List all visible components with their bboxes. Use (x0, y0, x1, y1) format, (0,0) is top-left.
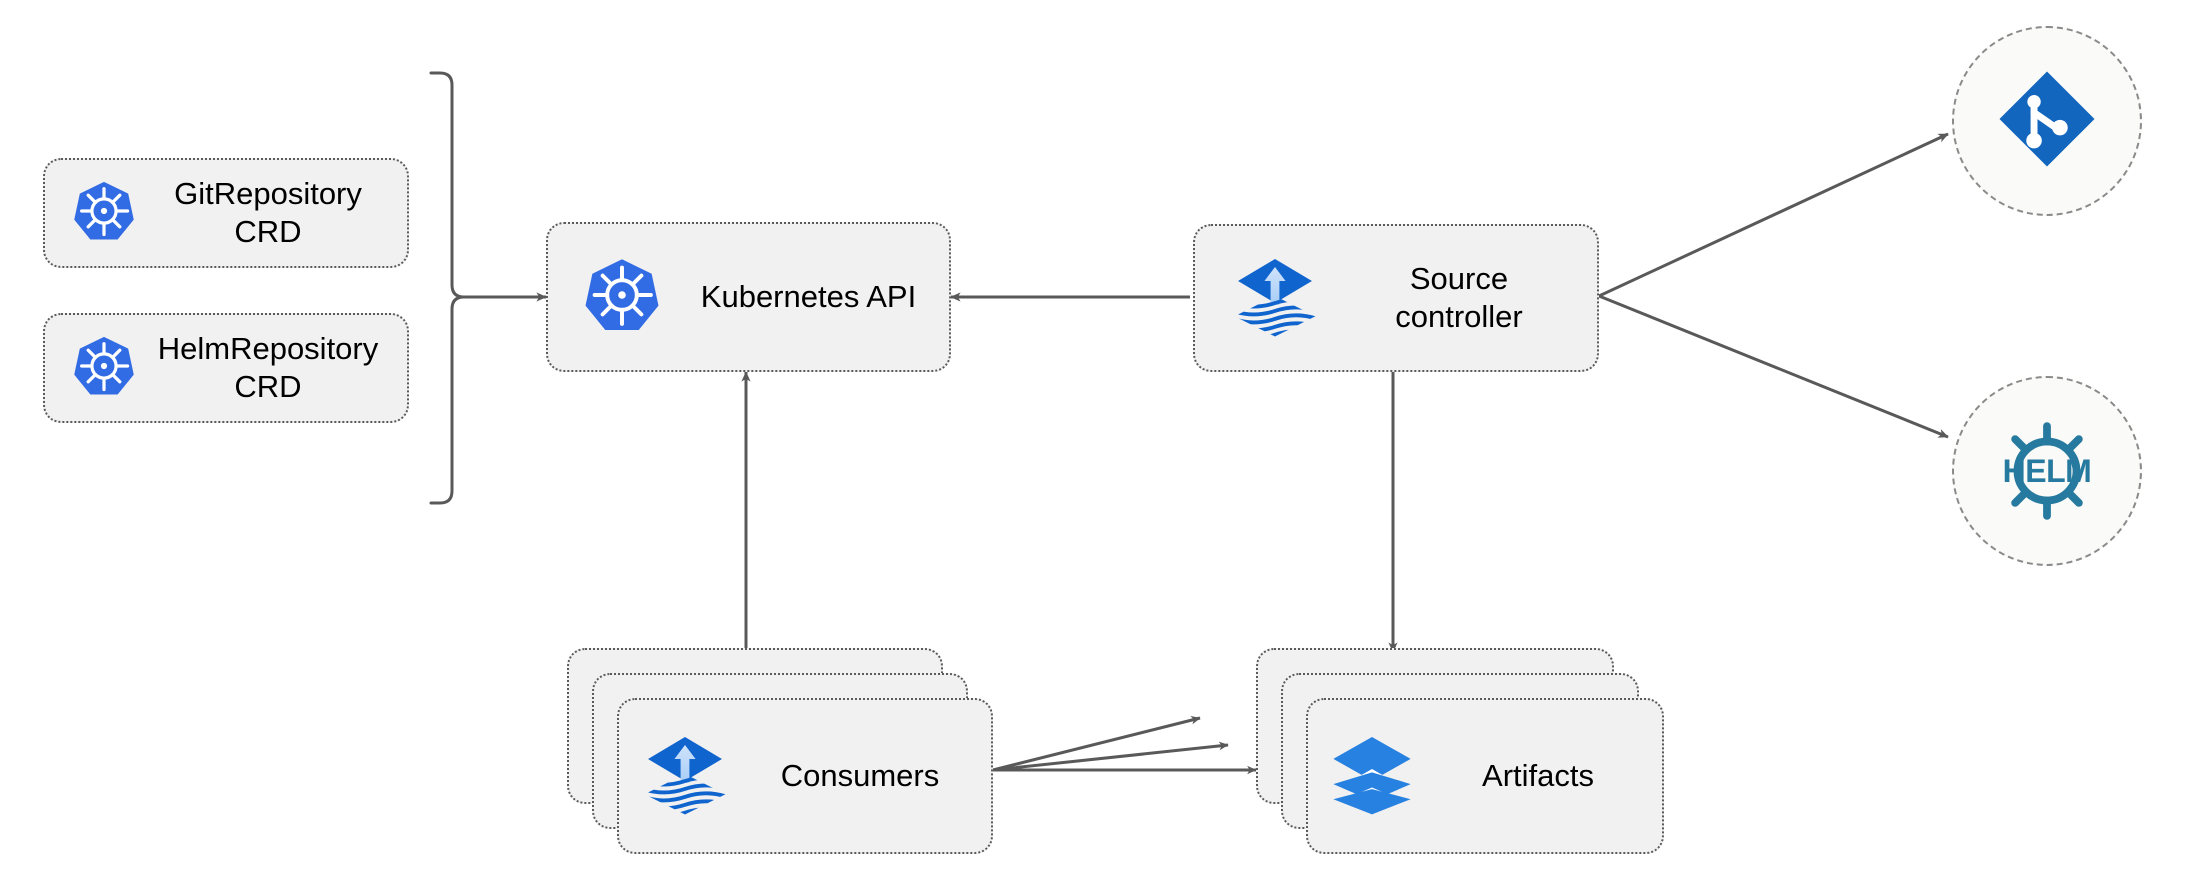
node-label: Consumers (780, 758, 940, 794)
layers-icon (1330, 732, 1414, 821)
node-source-controller[interactable]: Source controller (1193, 224, 1599, 372)
flux-icon (641, 730, 729, 823)
node-artifacts[interactable]: Artifacts (1306, 698, 1664, 854)
kubernetes-icon (73, 335, 135, 402)
helm-wordmark: HELM (2002, 453, 2092, 489)
kubernetes-icon (584, 257, 660, 338)
node-kubernetes-api[interactable]: Kubernetes API (546, 222, 951, 372)
node-git-repository-crd[interactable]: GitRepository CRD (43, 158, 409, 268)
node-label: GitRepository CRD (174, 176, 362, 249)
node-label: Source controller (1395, 261, 1523, 334)
node-consumers-stack[interactable]: Consumers (567, 648, 993, 854)
crd-bracket (429, 71, 466, 505)
node-label: Kubernetes API (700, 279, 917, 315)
flux-icon (1231, 252, 1319, 345)
node-artifacts-stack[interactable]: Artifacts (1256, 648, 1664, 854)
edge-consumers-to-artifacts-2 (992, 741, 1229, 772)
node-consumers[interactable]: Consumers (617, 698, 993, 854)
kubernetes-icon (73, 180, 135, 247)
edge-source-controller-to-git (1598, 132, 1949, 298)
helm-icon: HELM (1988, 412, 2106, 530)
edge-source-controller-to-helm (1598, 294, 1949, 439)
node-label: Artifacts (1482, 758, 1594, 794)
node-helm-repository-crd[interactable]: HelmRepository CRD (43, 313, 409, 423)
node-helm-source[interactable]: HELM (1952, 376, 2142, 566)
node-git-source[interactable] (1952, 26, 2142, 216)
node-label: HelmRepository CRD (157, 331, 379, 404)
git-icon (1993, 65, 2101, 178)
edge-consumers-to-artifacts-1 (992, 715, 1201, 772)
